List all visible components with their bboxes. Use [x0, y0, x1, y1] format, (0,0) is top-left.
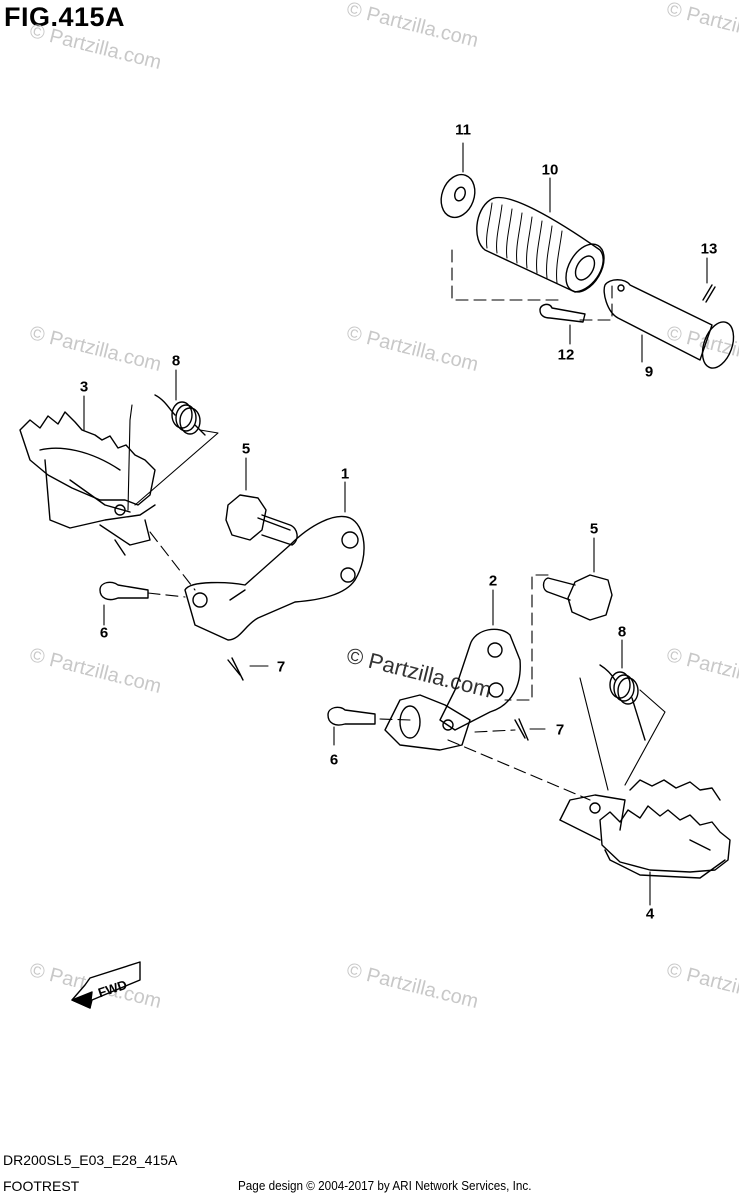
- callout-13: 13: [700, 240, 718, 258]
- clip-7-right: [514, 718, 529, 741]
- figure-title: FIG.415A: [4, 2, 126, 32]
- washer-11: [440, 173, 476, 219]
- pivot-block: [384, 694, 471, 751]
- callout-2: 2: [488, 572, 498, 590]
- callout-5-left: 5: [241, 440, 251, 458]
- callout-8-right: 8: [617, 623, 627, 641]
- callout-11: 11: [455, 121, 471, 139]
- footrest-bar-9: [603, 279, 735, 369]
- bolt-5-left: [225, 494, 298, 546]
- callout-9: 9: [644, 363, 654, 381]
- model-code: DR200SL5_E03_E28_415A: [3, 1152, 178, 1168]
- callout-6-left: 6: [99, 624, 109, 642]
- leader-lines: [83, 142, 708, 906]
- footrest-left-3: [19, 411, 156, 556]
- bracket-1: [184, 515, 365, 641]
- bolt-5-right: [542, 574, 613, 621]
- bracket-2: [439, 628, 521, 731]
- bolt-6-left: [99, 581, 149, 601]
- callout-10: 10: [541, 161, 559, 179]
- callout-7-left: 7: [276, 658, 286, 676]
- callout-3: 3: [79, 378, 89, 396]
- spring-8-left: [154, 394, 206, 436]
- bolt-6-right: [327, 706, 376, 726]
- callout-8-left: 8: [171, 352, 181, 370]
- cotter-pin-13: [702, 284, 716, 303]
- callout-4: 4: [645, 905, 655, 923]
- section-name: FOOTREST: [3, 1178, 80, 1194]
- callout-5-right: 5: [589, 520, 599, 538]
- pin-12: [539, 303, 586, 323]
- spring-bracket-lines: [127, 404, 666, 791]
- callout-12: 12: [557, 346, 575, 364]
- copyright-notice: Page design © 2004-2017 by ARI Network S…: [238, 1178, 532, 1193]
- footrest-right-4: [559, 779, 731, 879]
- callout-7-right: 7: [555, 721, 565, 739]
- callout-6-right: 6: [329, 751, 339, 769]
- fwd-arrow: [71, 961, 141, 1009]
- assembly-lines: [147, 249, 613, 801]
- callout-1: 1: [340, 465, 350, 483]
- spring-8-right: [599, 664, 646, 741]
- rubber-grip-10: [476, 196, 605, 293]
- clip-7-left: [227, 657, 244, 681]
